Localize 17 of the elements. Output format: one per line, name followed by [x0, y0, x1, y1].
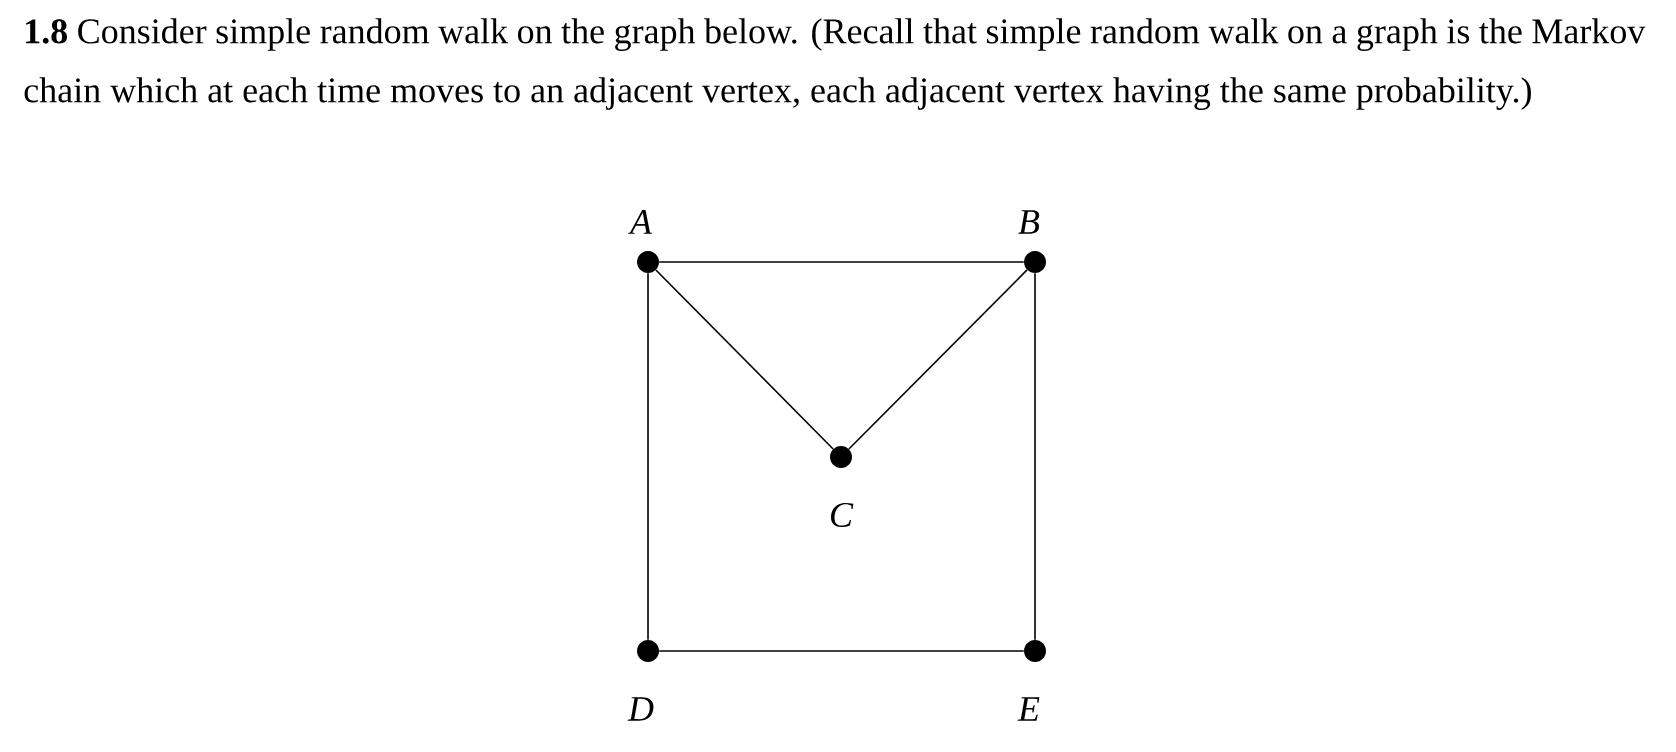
graph-edge — [658, 261, 1025, 263]
graph-edge — [658, 650, 1025, 652]
vertex-label: D — [627, 697, 654, 721]
vertex-dot — [830, 446, 852, 468]
graph-edge — [1034, 272, 1036, 641]
vertex-label: B — [1018, 210, 1040, 234]
graph-edge — [848, 269, 1028, 450]
vertex-dot — [1024, 640, 1046, 662]
graph-edge — [655, 269, 834, 450]
vertex-dot — [637, 251, 659, 273]
vertex-label: C — [831, 502, 854, 528]
vertex-dot — [1024, 251, 1046, 273]
problem-text: 1.8 Consider simple random walk on the graph below. (Recall that simple random walk on a graph is the Markov chain which at each time moves to an adjacent vertex, each adjacent vertex having the same probability.) — [24, 18, 1646, 110]
vertex-label: A — [628, 210, 653, 234]
vertex-dot — [637, 640, 659, 662]
graph-edge — [647, 272, 649, 641]
vertex-label: E — [1017, 697, 1040, 721]
